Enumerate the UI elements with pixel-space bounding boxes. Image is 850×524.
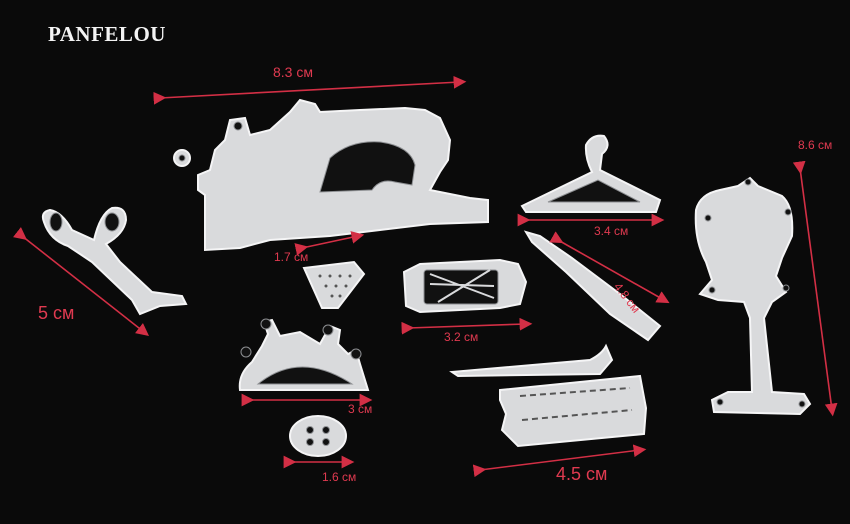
needle-card-die <box>449 343 648 448</box>
label-thread-card-width: 3.2 см <box>444 330 479 344</box>
thread-card-die <box>402 258 528 314</box>
label-sewing-machine-width: 8.3 см <box>273 64 313 80</box>
label-hanger-width: 3.4 см <box>594 224 629 238</box>
label-mannequin-height: 8.6 см <box>798 138 833 152</box>
mannequin-die <box>694 176 812 416</box>
label-pincushion-width: 3 см <box>348 402 373 416</box>
label-needle-card-width: 4.5 см <box>556 464 608 484</box>
scissors-die <box>41 206 188 316</box>
label-scissors-length: 5 см <box>38 303 75 323</box>
thimble-die <box>302 260 366 309</box>
label-thimble-width: 1.7 см <box>274 250 309 264</box>
measurement-lines <box>13 75 838 478</box>
label-button-width: 1.6 см <box>322 470 357 484</box>
button-die <box>289 415 347 457</box>
pincushion-die <box>238 318 370 391</box>
sewing-machine-die <box>173 98 489 252</box>
hanger-die <box>520 134 662 213</box>
brand-watermark: PANFELOU <box>48 22 166 46</box>
